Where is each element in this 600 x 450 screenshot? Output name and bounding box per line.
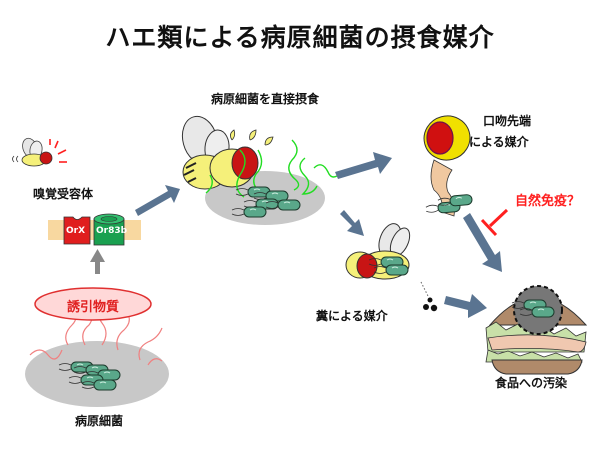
attractant-ellipse [34,287,152,321]
green-odor-wisps [205,139,343,198]
odor-wisps [29,306,163,366]
feces-dots [420,281,438,312]
diagram-title: ハエ類による病原細菌の摂食媒介 [105,23,495,52]
olfactory-receptor-label: 嗅覚受容体 [33,187,94,201]
flow-arrows [135,152,502,318]
olfactory-receptor-diagram [48,213,141,246]
feces-label: 糞による媒介 [316,309,388,323]
arrow-proboscis-to-food [463,213,502,272]
arrow-receptor-to-feeding [135,185,180,216]
feeding-fly-icon [181,115,274,190]
small-fly-icon [12,137,53,167]
feces-fly-icon [345,223,411,280]
proboscis-fly-icon [423,115,473,217]
arrow-feces-to-food [444,294,487,318]
arrow-feeding-to-proboscis [335,152,392,179]
smell-lines-icon [49,139,67,163]
attractant-label: 誘引物質 [67,300,120,315]
proboscis-label-line2: による媒介 [469,135,529,149]
pathogen-label: 病原細菌 [75,414,124,428]
food-contamination-label: 食品への汚染 [495,376,568,390]
orx-protein [63,216,91,245]
arrow-feeding-to-feces [340,210,364,236]
proboscis-label-line1: 口吻先端 [483,114,532,128]
direct-feeding-label: 病原細菌を直接摂食 [211,92,320,106]
inhibition-mark [480,208,509,237]
orx-label: OrX [66,226,86,236]
up-arrow-icon [90,249,105,274]
innate-immunity-label: 自然免疫？ [515,194,581,209]
food-burger-icon [485,285,588,375]
or83b-label: Or83b [96,226,128,236]
